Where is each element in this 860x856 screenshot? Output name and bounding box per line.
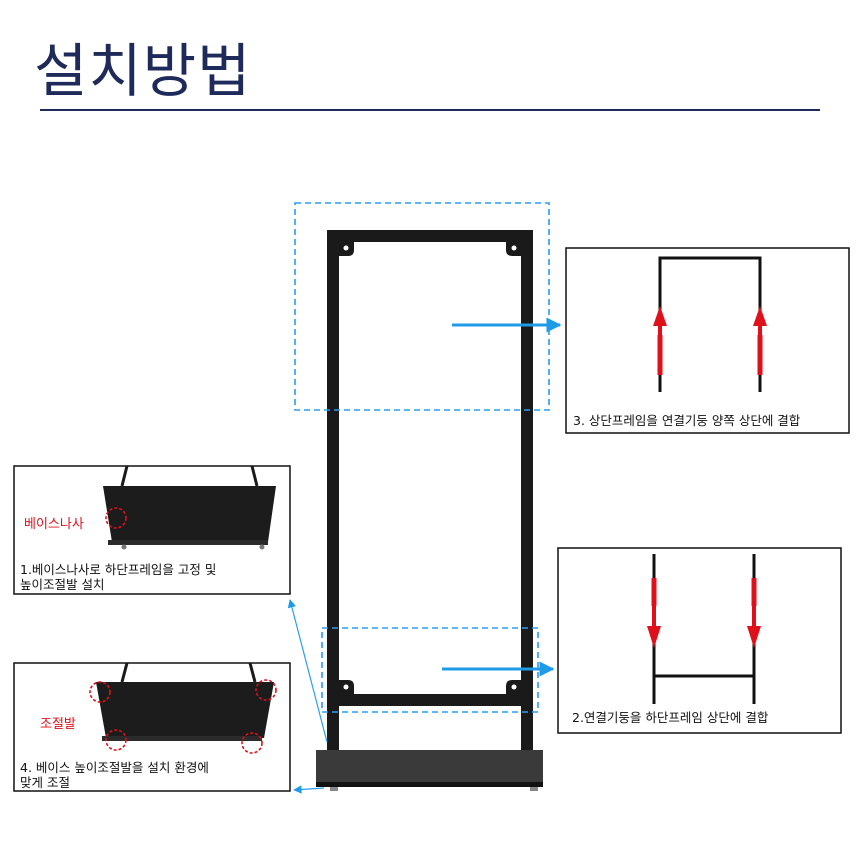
step-1-box: 베이스나사 1.베이스나사로 하단프레임을 고정 및 높이조절발 설치 (13, 465, 291, 595)
step-4-caption-line-1: 4. 베이스 높이조절발을 설치 환경에 (20, 760, 209, 775)
step-3-caption: 3. 상단프레임을 연결기둥 양쪽 상단에 결합 (573, 413, 801, 428)
bottom-bar (327, 694, 533, 706)
dashed-circle-icon (255, 679, 277, 701)
step-2-caption: 2.연결기둥을 하단프레임 상단에 결합 (572, 710, 769, 725)
step-3-box: 3. 상단프레임을 연결기둥 양쪽 상단에 결합 (565, 247, 850, 434)
step-2-box: 2.연결기둥을 하단프레임 상단에 결합 (557, 547, 842, 734)
right-post (521, 230, 533, 750)
up-arrow-icon (653, 306, 667, 326)
page-title: 설치방법 (34, 37, 252, 105)
base-screw-label: 베이스나사 (24, 517, 84, 532)
dashed-circle-icon (241, 732, 263, 754)
left-post (327, 230, 339, 750)
step-1-caption-line-2: 높이조절발 설치 (20, 577, 104, 592)
step-4-box: 조절발 4. 베이스 높이조절발을 설치 환경에 맞게 조절 (13, 662, 291, 792)
base-frame-photo (103, 486, 276, 542)
title-divider (40, 109, 820, 111)
leveling-foot (530, 787, 538, 791)
callout-arrow-icon (287, 599, 328, 743)
rack-frame (316, 230, 543, 791)
leveling-foot-label: 조절발 (40, 717, 76, 732)
base-frame-photo (96, 682, 274, 738)
step-1-caption-line-1: 1.베이스나사로 하단프레임을 고정 및 (20, 562, 216, 577)
top-bar (327, 230, 533, 242)
down-arrow-icon (747, 626, 761, 648)
base-plate-edge (316, 782, 543, 787)
dashed-circle-icon (105, 729, 127, 751)
down-arrow-icon (647, 626, 661, 648)
step-4-caption-line-2: 맞게 조절 (20, 775, 70, 790)
leveling-foot (330, 787, 338, 791)
base-plate (316, 750, 543, 786)
callout-arrow-icon (293, 785, 325, 794)
dashed-circle-icon (105, 507, 127, 529)
dashed-circle-icon (89, 681, 111, 703)
up-arrow-icon (753, 306, 767, 326)
